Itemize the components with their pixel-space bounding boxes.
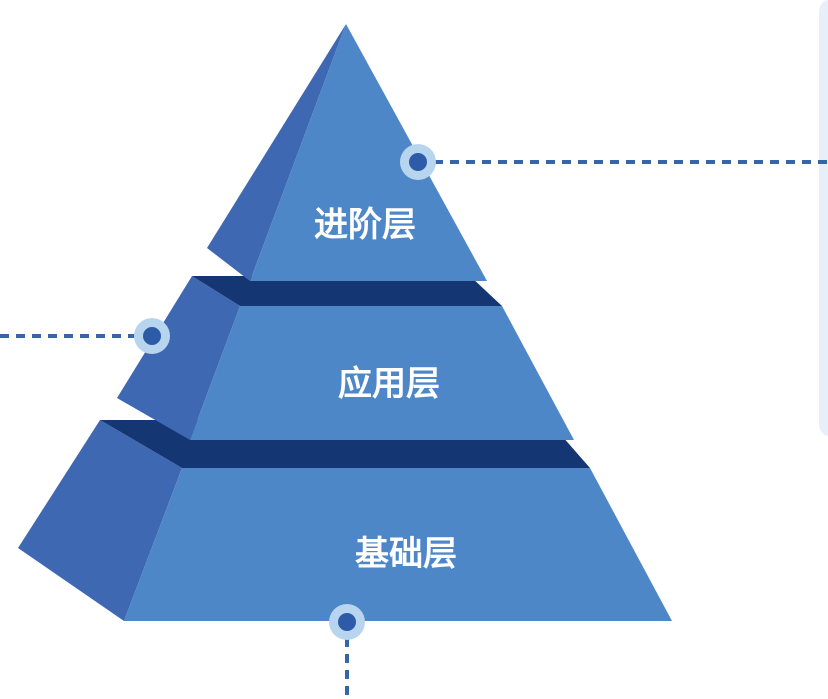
tier-application xyxy=(117,276,574,440)
tier-foundation-side xyxy=(18,420,182,621)
tier-advanced-label: 进阶层 xyxy=(314,205,416,245)
tier-advanced xyxy=(207,24,487,281)
tier-application-side xyxy=(117,276,240,440)
tier-application-top xyxy=(192,276,502,306)
info-panel xyxy=(819,0,828,436)
node-advanced-dot xyxy=(409,153,427,171)
node-application-dot xyxy=(143,327,161,345)
node-foundation-dot xyxy=(338,613,356,631)
tier-application-front xyxy=(190,306,574,440)
tier-foundation-label: 基础层 xyxy=(355,534,457,574)
tier-advanced-front xyxy=(250,24,487,281)
connector-node-advanced xyxy=(400,144,436,180)
connector-node-application xyxy=(134,318,170,354)
info-panel-border xyxy=(819,0,828,436)
tier-application-label: 应用层 xyxy=(338,364,440,404)
tier-advanced-side xyxy=(207,24,346,281)
connector-node-foundation xyxy=(329,604,365,640)
tier-foundation-front xyxy=(124,468,672,621)
tier-foundation xyxy=(18,420,672,621)
